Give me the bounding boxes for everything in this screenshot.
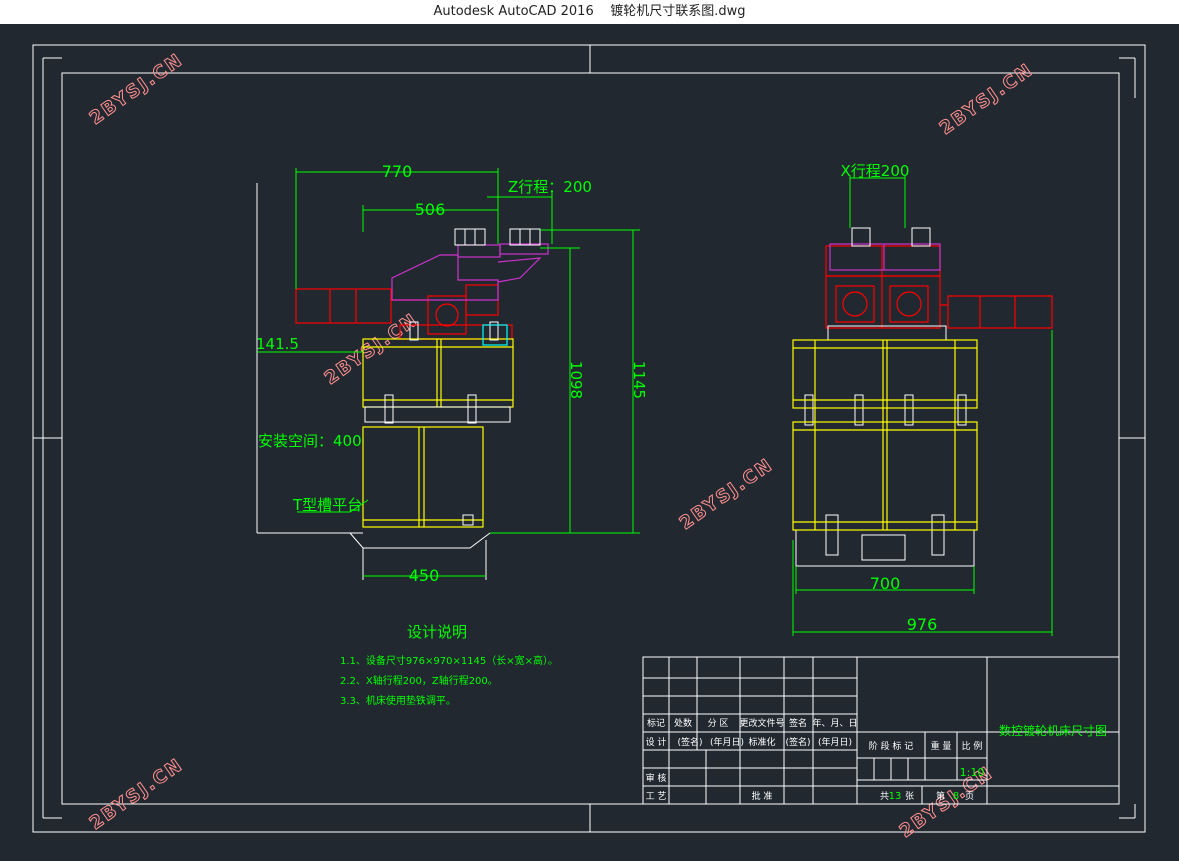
sheet-frame <box>32 44 1146 833</box>
notes-title: 设计说明 <box>407 623 467 641</box>
tb-count: 处数 <box>674 717 692 729</box>
dim-976: 976 <box>907 615 938 634</box>
watermark-text: 2BYSJ.CN <box>86 49 187 129</box>
drawing-svg[interactable]: 2BYSJ.CN 2BYSJ.CN 2BYSJ.CN 2BYSJ.CN 2BYS… <box>0 24 1179 857</box>
tb-design-date: (年月日) <box>710 736 744 748</box>
tb-scale-label: 比 例 <box>962 740 983 752</box>
tb-docno: 更改文件号 <box>739 717 784 729</box>
dim-1098: 1098 <box>567 361 585 399</box>
tb-std-date: (年月日) <box>818 736 852 748</box>
tb-date: 年、月、日 <box>812 717 857 729</box>
watermark-text: 2BYSJ.CN <box>86 754 187 834</box>
tb-design: 设 计 <box>646 736 667 748</box>
watermark-text: 2BYSJ.CN <box>936 59 1037 139</box>
window-titlebar: Autodesk AutoCAD 2016 镀轮机尺寸联系图.dwg <box>0 0 1179 24</box>
dim-1145: 1145 <box>630 361 648 399</box>
install-space-label: 安装空间：400 <box>258 432 362 450</box>
tb-sign: 签名 <box>789 717 807 729</box>
tb-sheet-unit: 张 <box>905 791 914 802</box>
notes-item-3: 3.3、机床使用垫铁调平。 <box>340 694 456 707</box>
tb-page-label: 第 <box>936 790 945 802</box>
front-view[interactable]: X行程200 700 976 <box>792 162 1053 636</box>
dim-700: 700 <box>870 574 901 593</box>
tb-design-sign: (签名) <box>677 736 702 748</box>
tb-process: 工 艺 <box>646 791 667 802</box>
tb-scale: 1:10 <box>960 766 985 779</box>
dim-770: 770 <box>382 162 413 181</box>
tb-weight: 重 量 <box>931 740 952 752</box>
notes-item-1: 1.1、设备尺寸976×970×1145（长×宽×高）。 <box>340 654 558 667</box>
watermark-text: 2BYSJ.CN <box>321 309 422 389</box>
tb-stage-mark: 阶 段 标 记 <box>869 740 914 752</box>
tb-std: 标准化 <box>748 736 775 748</box>
t-slot-platform-label: T型槽平台 <box>292 496 362 514</box>
tb-total: 13 <box>889 791 902 802</box>
side-view[interactable]: 770 506 Z行程：200 141.5 安装空间：400 T型槽平台 450… <box>256 162 648 585</box>
dim-x-stroke: X行程200 <box>841 162 910 180</box>
tb-mark: 标记 <box>647 717 665 729</box>
dim-450: 450 <box>409 566 440 585</box>
dim-506: 506 <box>415 200 446 219</box>
tb-total-label: 共 <box>880 791 889 802</box>
tb-page-unit: 页 <box>965 791 974 802</box>
drawing-canvas[interactable]: 2BYSJ.CN 2BYSJ.CN 2BYSJ.CN 2BYSJ.CN 2BYS… <box>0 24 1179 857</box>
drawing-name: 数控镀轮机床尺寸图 <box>999 723 1107 738</box>
tb-page: 8 <box>953 791 959 802</box>
watermark-text: 2BYSJ.CN <box>676 454 777 534</box>
dim-z-stroke: Z行程：200 <box>508 178 592 196</box>
dim-141-5: 141.5 <box>256 335 299 353</box>
design-notes: 设计说明 1.1、设备尺寸976×970×1145（长×宽×高）。 2.2、X轴… <box>340 623 558 707</box>
tb-review: 审 核 <box>646 772 667 784</box>
tb-zone: 分 区 <box>708 718 729 729</box>
notes-item-2: 2.2、X轴行程200，Z轴行程200。 <box>340 674 498 687</box>
window-title: Autodesk AutoCAD 2016 镀轮机尺寸联系图.dwg <box>433 4 746 19</box>
tb-std-sign: (签名) <box>785 736 810 748</box>
title-block[interactable]: 标记 处数 分 区 更改文件号 签名 年、月、日 设 计 (签名) (年月日) … <box>642 656 1120 805</box>
tb-approve: 批 准 <box>752 790 773 802</box>
